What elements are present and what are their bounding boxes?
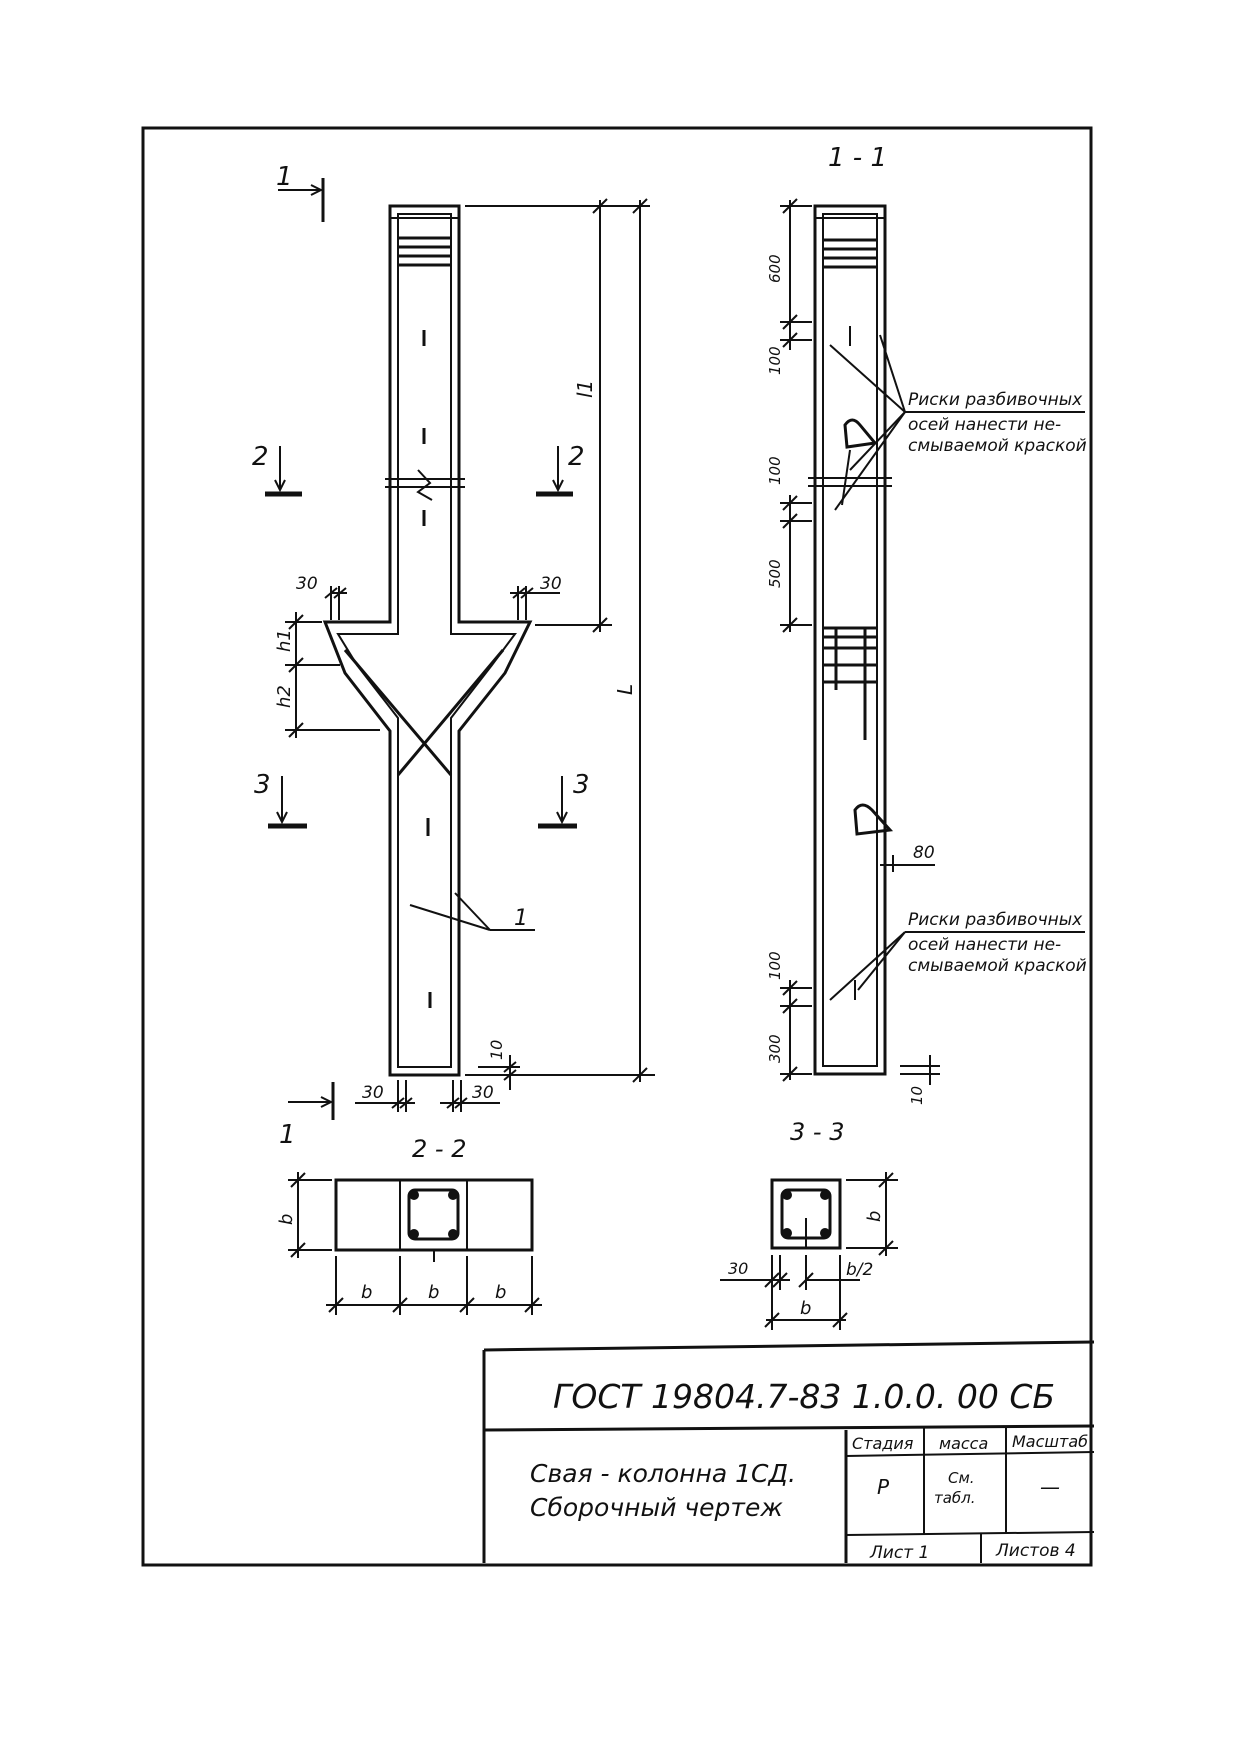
note-leaders-bottom [829,931,1085,1001]
dim-L: L [613,684,637,695]
break-line [385,469,465,501]
side-dimension-lines [780,198,812,1082]
dimension-h [285,612,380,738]
dimension-lines-front [465,198,655,1083]
section-2-2-title: 2 - 2 [412,1135,466,1163]
diagonal-rebars [343,649,505,776]
dimension-80 [880,855,935,872]
dimension-10-front [478,1055,520,1090]
section-2-marker-right [536,446,573,497]
section-2-2-dims [288,1172,542,1315]
side-reinforcement [822,213,878,1067]
section-2-label-left: 2 [252,442,269,472]
lifting-loop-bottom [853,803,894,836]
section-1-label-bottom: 1 [279,1120,296,1150]
column-outline [322,204,533,1077]
value-mass-line2: табл. [934,1489,976,1507]
top-stirrups [398,236,451,267]
sheet-number: Лист 1 [869,1543,929,1563]
sheet-count: Листов 4 [995,1541,1076,1561]
section-1-marker-bottom [288,1082,335,1120]
dim-30-bottom-left: 30 [362,1083,384,1103]
section-2-2-cage [407,1188,460,1241]
header-mass: масса [939,1434,988,1453]
side-mid-stirrups [823,626,877,740]
doc-name-line2: Сборочный чертеж [530,1493,783,1522]
column-cap [389,205,460,219]
dim-30-bottom-right: 30 [472,1083,494,1103]
lifting-loop-top [843,418,878,449]
dim-30-top-left: 30 [296,574,318,594]
side-cap [814,205,886,219]
dim-100-b: 100 [766,456,784,485]
section-1-marker-top [278,178,325,222]
section-3-3: 3 - 3 b 30 b/2 b [720,1118,898,1330]
dim-h1: h1 [274,629,295,652]
note-top-line3: смываемой краской [908,436,1087,456]
dim-10-side: 10 [908,1086,926,1105]
value-mass-line1: См. [948,1469,975,1487]
leader-1 [409,892,535,931]
side-view: 1 - 1 [766,143,1087,1105]
side-break [808,477,892,487]
section-2-marker-left [265,446,302,497]
section-3-3-title: 3 - 3 [790,1118,844,1146]
dim-100-c: 100 [766,951,784,980]
note-top-line2: осей нанести не- [908,415,1061,435]
sec22-dim-b-vert: b [276,1214,297,1225]
section-1-1-title: 1 - 1 [828,143,887,173]
dim-100-a: 100 [766,346,784,375]
note-bottom-line1: Риски разбивочных [908,910,1083,930]
dim-80: 80 [913,843,935,863]
sec22-dim-b2: b [428,1282,439,1303]
dim-h2: h2 [274,685,295,708]
section-3-3-dims [720,1172,898,1330]
value-scale: — [1040,1475,1060,1499]
doc-name-line1: Свая - колонна 1СД. [530,1459,796,1488]
sec33-dim-b-half: b/2 [846,1260,873,1280]
sec33-dim-b-vert: b [864,1211,885,1222]
value-stage: Р [877,1475,890,1499]
dim-l1: l1 [573,380,597,398]
note-leaders-top [829,334,1085,511]
dim-30-top-right: 30 [540,574,562,594]
section-2-label-right: 2 [568,442,585,472]
sec33-dim-30: 30 [728,1259,748,1278]
side-axis-marks [841,326,856,1000]
sec22-dim-b3: b [495,1282,506,1303]
axis-marks [422,330,432,1008]
note-top-line1: Риски разбивочных [908,390,1083,410]
header-stage: Стадия [852,1434,914,1453]
header-scale: Масштаб [1012,1432,1088,1451]
section-3-3-bars [782,1190,830,1238]
section-3-marker-left [268,776,307,829]
section-3-label-left: 3 [254,770,271,800]
dimension-30-top [324,586,560,620]
dimension-30-bottom [355,1080,500,1112]
note-bottom-line2: осей нанести не- [908,935,1061,955]
sheet-frame [141,126,1093,1567]
sec33-dim-b-bottom: b [800,1298,811,1319]
section-2-2: 2 - 2 b b b b [276,1135,542,1315]
front-view: 1 1 2 2 3 3 [252,162,655,1150]
dim-500: 500 [766,559,784,588]
reinforcement-cage [336,213,517,1068]
section-2-2-bars [409,1190,458,1239]
sec22-dim-b1: b [361,1282,372,1303]
dim-300: 300 [766,1034,784,1063]
dim-10-front: 10 [487,1040,506,1060]
dim-600: 600 [766,254,784,283]
section-3-label-right: 3 [573,770,590,800]
note-bottom-line3: смываемой краской [908,956,1087,976]
side-top-stirrups [823,238,877,269]
section-3-marker-right [538,776,577,829]
doc-code: ГОСТ 19804.7-83 1.0.0. 00 СБ [553,1377,1055,1416]
leader-1-label: 1 [514,906,528,931]
dimension-10-side [900,1055,940,1085]
section-1-label-top: 1 [276,162,293,192]
title-block: ГОСТ 19804.7-83 1.0.0. 00 СБ Свая - коло… [482,1340,1095,1563]
